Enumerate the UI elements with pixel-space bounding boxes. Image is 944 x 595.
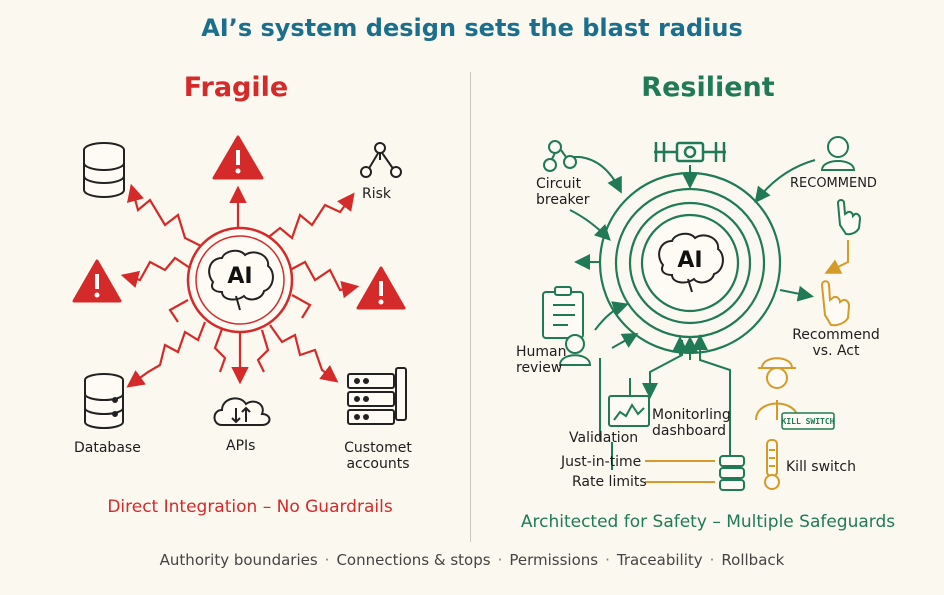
footer-item: Traceability [616,551,703,569]
footer-item: Rollback [721,551,785,569]
warning-top-icon [212,135,264,180]
server-stack-icon [347,367,407,425]
fragile-caption: Direct Integration – No Guardrails [107,497,393,517]
recommend-label: RECOMMEND [790,176,877,191]
fragile-ai-label: AI [227,264,252,289]
fragile-ai-core [186,226,294,334]
just-in-time-line [645,460,715,483]
resilient-ai-label: AI [677,248,702,273]
resilient-connectors [565,156,816,470]
kill-switch-label: Kill switch [786,459,856,475]
risk-label: Risk [362,186,392,202]
database-label: Database [74,440,141,456]
fragile-zigzag-lines [120,183,360,388]
page-title: AI’s system design sets the blast radius [201,14,743,42]
kill-switch-tag: KILL SWITCH [782,417,835,426]
panel-divider [470,72,471,542]
resilient-ai-brain [658,232,724,293]
resilient-heading: Resilient [641,72,775,103]
warning-right-icon [356,266,406,310]
cloud-api-icon [213,397,271,426]
kill-switch-icon [764,439,780,490]
database-top-icon [83,142,125,198]
hand-pointer-top-icon [836,199,862,236]
just-in-time-label: Just-in-time [561,454,642,470]
monitoring-dashboard-icon [608,395,650,427]
rate-limits-label: Rate limits [572,474,647,490]
person-top-icon [820,136,856,171]
connector-top-icon [654,141,726,163]
footer-principles: Authority boundaries · Connections & stops… [0,551,944,569]
warning-left-icon [72,259,122,303]
circuit-breaker-label: Circuit breaker [536,176,590,208]
apis-label: APIs [226,438,256,454]
checklist-icon [542,286,592,366]
human-review-label: Human review [516,344,567,376]
fragile-heading: Fragile [183,72,289,103]
footer-separator: · [324,551,330,569]
resilient-caption: Architected for Safety – Multiple Safegu… [520,512,896,532]
kill-switch-tag-box [781,412,835,430]
orange-flow-arrow [824,240,849,274]
engineer-icon [755,357,799,421]
hand-pointer-orange-icon [820,280,851,327]
footer-separator: · [709,551,715,569]
customer-accounts-label: Customet accounts [344,440,412,472]
footer-item: Permissions [509,551,599,569]
footer-item: Connections & stops [336,551,491,569]
footer-separator: · [497,551,503,569]
monitoring-label: Monitorling dashboard [652,407,731,439]
database-bottom-icon [84,373,124,429]
risk-network-icon [360,142,402,178]
rate-limit-stack-icon [719,455,745,491]
footer-item: Authority boundaries [159,551,318,569]
footer-separator: · [605,551,610,569]
circuit-breaker-icon [543,140,577,172]
validation-label: Validation [569,430,639,446]
recommend-vs-act-label: Recommend vs. Act [792,327,880,359]
